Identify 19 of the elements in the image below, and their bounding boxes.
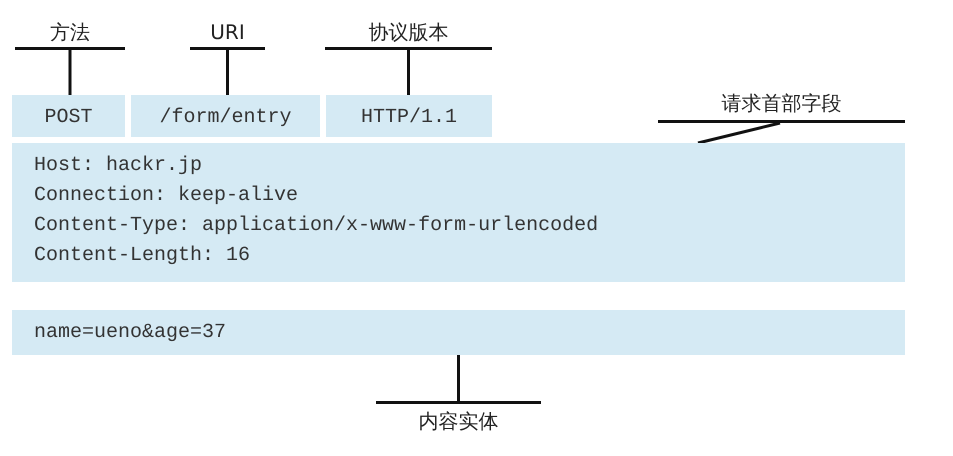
header-fields-block bbox=[12, 143, 905, 282]
leader-line bbox=[68, 50, 72, 95]
header-line: Content-Type: application/x-www-form-urlencoded bbox=[34, 213, 600, 239]
request-method-field: POST bbox=[12, 95, 125, 137]
leader-line bbox=[698, 122, 780, 144]
callout-label: 内容实体 bbox=[376, 401, 541, 437]
header-line: Content-Length: 16 bbox=[34, 243, 252, 269]
protocol-version-field: HTTP/1.1 bbox=[326, 95, 492, 137]
leader-line bbox=[226, 50, 229, 95]
callout-label: 请求首部字段 bbox=[658, 88, 905, 123]
message-body-block: name=ueno&age=37 bbox=[12, 310, 905, 355]
leader-line bbox=[407, 50, 410, 95]
header-line: Host: hackr.jp bbox=[34, 153, 204, 179]
callout-label: 方法 bbox=[15, 17, 125, 50]
callout-label: URI bbox=[190, 17, 265, 50]
header-line: Connection: keep-alive bbox=[34, 183, 300, 209]
request-uri-field: /form/entry bbox=[131, 95, 320, 137]
leader-line bbox=[457, 355, 460, 401]
callout-label: 协议版本 bbox=[325, 17, 492, 50]
